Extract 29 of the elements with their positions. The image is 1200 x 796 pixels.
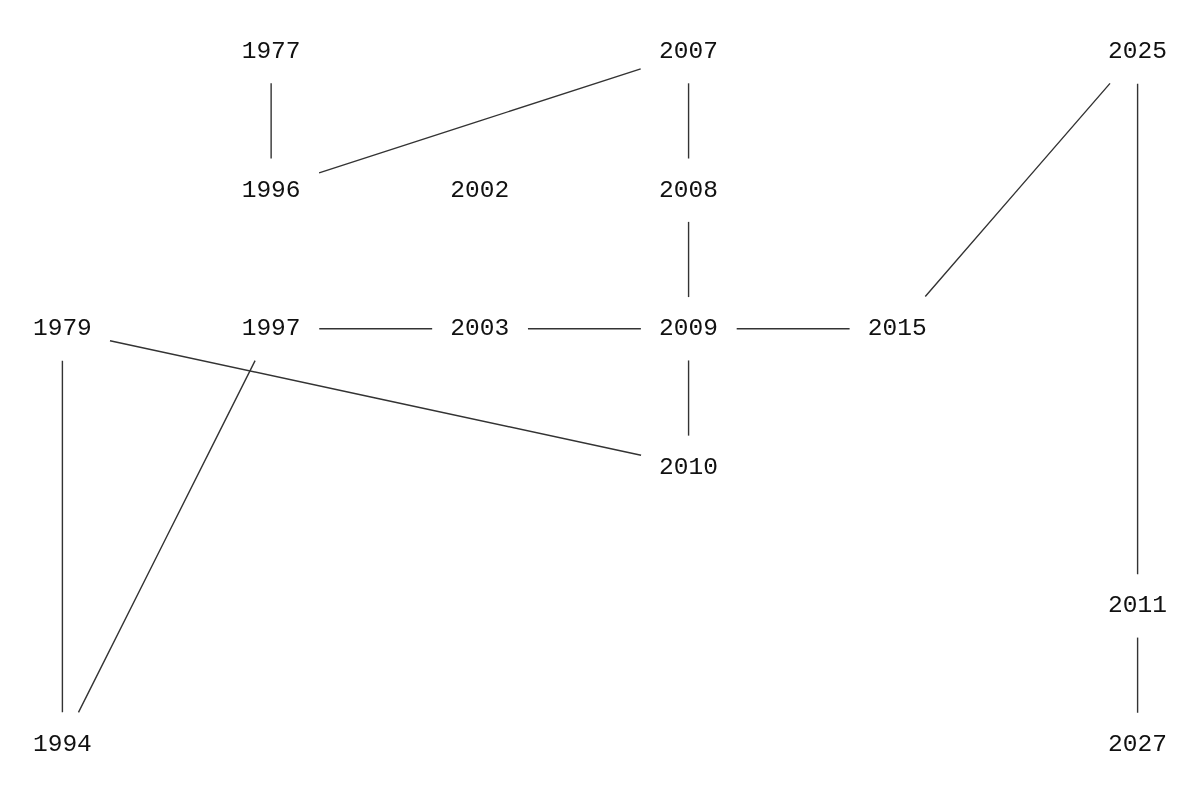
node-text: 1996: [241, 176, 301, 204]
node-text: 1979: [32, 315, 92, 343]
connector: [1136, 636, 1139, 714]
node-text: 2025: [1108, 38, 1168, 66]
node-text: 2010: [659, 453, 719, 481]
node-text: 1977: [241, 38, 301, 66]
connector: [687, 221, 690, 298]
connector: [1136, 83, 1139, 575]
node-text: 2002: [450, 176, 510, 204]
connector: [736, 328, 851, 330]
node-text: 2027: [1108, 730, 1168, 758]
connector: [270, 82, 272, 160]
connector: [318, 328, 433, 330]
connector: [687, 359, 690, 437]
connector: [318, 68, 642, 174]
node-text: 2015: [867, 315, 927, 343]
node-text: 2007: [659, 38, 719, 66]
node-text: 2011: [1108, 592, 1168, 620]
node-text: 2008: [659, 176, 719, 204]
node-text: 2003: [450, 315, 510, 343]
connector: [61, 359, 64, 714]
node-text: 1994: [32, 730, 92, 758]
connector: [687, 82, 690, 160]
node-text: 1997: [241, 315, 301, 343]
connector: [109, 340, 642, 456]
connector: [77, 359, 256, 714]
node-text: 2009: [659, 315, 719, 343]
connector: [924, 82, 1111, 298]
connector: [527, 328, 642, 330]
